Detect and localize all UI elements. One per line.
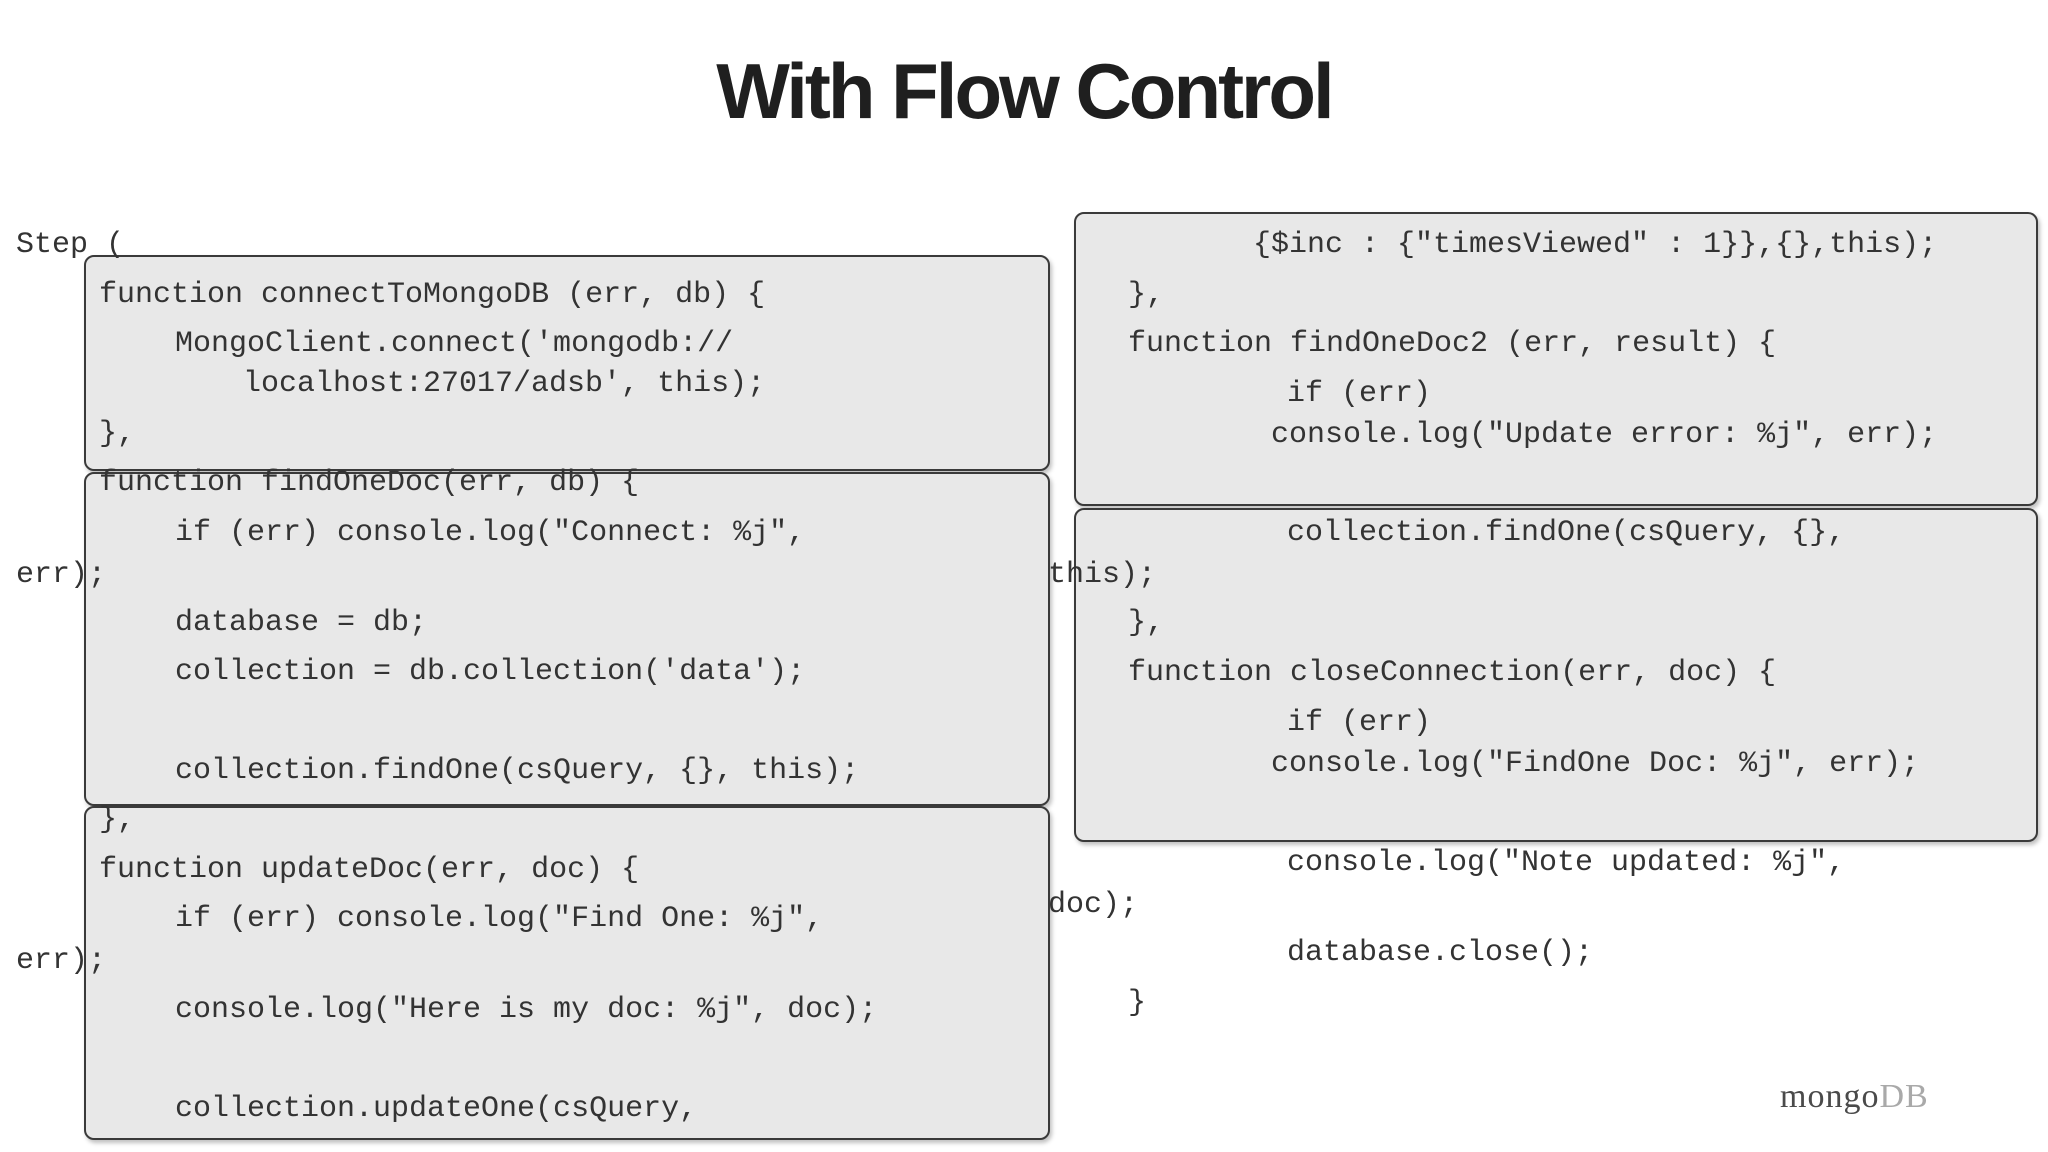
code-box-connect [84, 255, 1050, 471]
code-line: function findOneDoc(err, db) { [99, 466, 640, 500]
code-line: Step ( [16, 228, 125, 262]
code-line: database = db; [175, 606, 428, 640]
code-line: if (err) console.log("Connect: %j", [175, 516, 806, 550]
slide-title: With Flow Control [716, 47, 1334, 135]
code-box-close-connection [1074, 508, 2038, 842]
code-line: doc); [1048, 888, 1139, 922]
code-line: function updateDoc(err, doc) { [99, 853, 640, 887]
code-line: MongoClient.connect('mongodb:// [175, 327, 734, 361]
code-line: collection.findOne(csQuery, {}, [1287, 516, 1846, 550]
code-line: console.log("Update error: %j", err); [1271, 418, 1938, 452]
code-line: }, [99, 417, 136, 451]
code-line: }, [99, 803, 136, 837]
code-box-find-one-doc [84, 472, 1050, 806]
code-line: function closeConnection(err, doc) { [1128, 656, 1777, 690]
code-line: collection.findOne(csQuery, {}, this); [175, 754, 860, 788]
code-line: console.log("Here is my doc: %j", doc); [175, 993, 878, 1027]
code-box-update-doc [84, 806, 1050, 1140]
code-line: err); [16, 944, 107, 978]
code-line: localhost:27017/adsb', this); [243, 367, 766, 401]
code-box-inc [1074, 212, 2038, 506]
code-line: console.log("FindOne Doc: %j", err); [1271, 747, 1920, 781]
code-line: this); [1048, 558, 1157, 592]
code-line: if (err) console.log("Find One: %j", [175, 902, 824, 936]
code-line: collection.updateOne(csQuery, [175, 1092, 698, 1126]
code-line: function findOneDoc2 (err, result) { [1128, 327, 1777, 361]
code-line: console.log("Note updated: %j", [1287, 846, 1846, 880]
code-line: if (err) [1287, 377, 1432, 411]
code-line: }, [1128, 606, 1165, 640]
code-line: database.close(); [1287, 936, 1594, 970]
logo-text-db: DB [1879, 1078, 1929, 1115]
code-line: {$inc : {"timesViewed" : 1}},{},this); [1253, 228, 1938, 262]
code-line: if (err) [1287, 706, 1432, 740]
code-line: err); [16, 558, 107, 592]
logo-text-mongo: mongo [1780, 1078, 1880, 1115]
mongodb-logo: mongoDB [1780, 1080, 1929, 1114]
code-line: }, [1128, 278, 1165, 312]
code-line: function connectToMongoDB (err, db) { [99, 278, 766, 312]
code-line: } [1128, 986, 1147, 1020]
code-line: collection = db.collection('data'); [175, 655, 806, 689]
